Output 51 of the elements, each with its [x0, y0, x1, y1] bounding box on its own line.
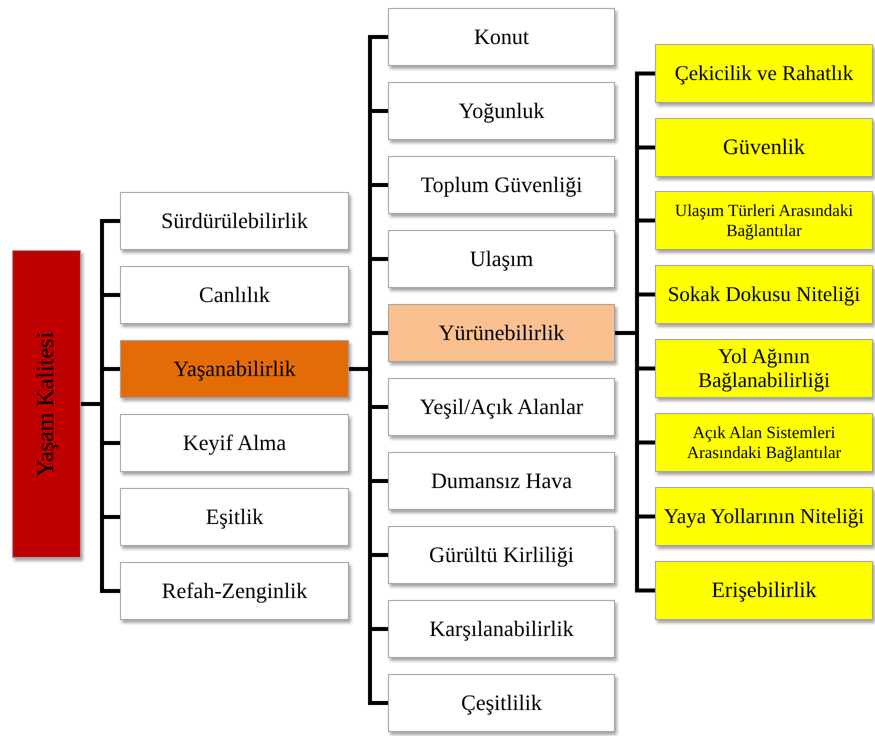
category-box — [655, 44, 873, 103]
connector-line — [349, 367, 388, 705]
category-label: Konut — [474, 24, 529, 50]
category-label: Sokak Dokusu Niteliği — [668, 282, 860, 306]
category-box — [388, 230, 615, 288]
category-box — [388, 8, 615, 66]
category-label: Toplum Güvenliği — [420, 172, 582, 198]
category-label: Gürültü Kirliliği — [429, 542, 574, 568]
category-label: Erişebilirlik — [711, 578, 817, 603]
category-label: Yoğunluk — [458, 98, 544, 124]
category-label: Ulaşım — [470, 246, 534, 272]
category-box — [388, 452, 615, 510]
category-box — [388, 378, 615, 436]
category-label: Açık Alan Sistemleri Arasındaki Bağlantılar — [686, 423, 842, 462]
category-label: Yürünebilirlik — [438, 320, 564, 346]
category-box — [388, 600, 615, 658]
category-box — [120, 562, 349, 620]
category-box — [388, 526, 615, 584]
category-label: Yol Ağının Bağlanabilirliği — [697, 344, 831, 392]
category-box — [388, 674, 615, 732]
category-label: Karşılanabilirlik — [429, 616, 574, 642]
category-box — [388, 304, 615, 362]
category-box — [388, 156, 615, 214]
category-label: Yaşanabilirlik — [173, 356, 296, 382]
category-box — [120, 340, 349, 398]
category-box — [120, 414, 349, 472]
category-box — [388, 82, 615, 140]
category-label: Yeşil/Açık Alanlar — [420, 394, 584, 420]
category-label: Çeşitlilik — [461, 690, 542, 716]
category-box — [655, 118, 873, 177]
category-label: Ulaşım Türleri Arasındaki Bağlantılar — [674, 201, 854, 240]
category-box — [655, 265, 873, 324]
category-box — [120, 192, 349, 250]
category-box — [120, 266, 349, 324]
category-box — [655, 487, 873, 546]
category-box — [655, 561, 873, 620]
category-label: Dumansız Hava — [430, 468, 572, 494]
category-box — [655, 413, 873, 472]
category-box — [655, 339, 873, 398]
category-label: Yaşam Kalitesi — [33, 332, 60, 476]
category-label: Çekicilik ve Rahatlık — [674, 62, 854, 86]
category-box — [655, 191, 873, 250]
category-label: Canlılık — [199, 282, 270, 308]
category-label: Keyif Alma — [182, 430, 286, 456]
category-label: Güvenlik — [723, 135, 805, 160]
category-box — [12, 250, 81, 558]
category-label: Eşitlik — [206, 504, 264, 530]
category-label: Refah-Zenginlik — [162, 578, 308, 604]
category-box — [120, 488, 349, 546]
category-label: Yaya Yollarının Niteliği — [664, 504, 864, 528]
category-label: Sürdürülebilirlik — [161, 208, 308, 234]
